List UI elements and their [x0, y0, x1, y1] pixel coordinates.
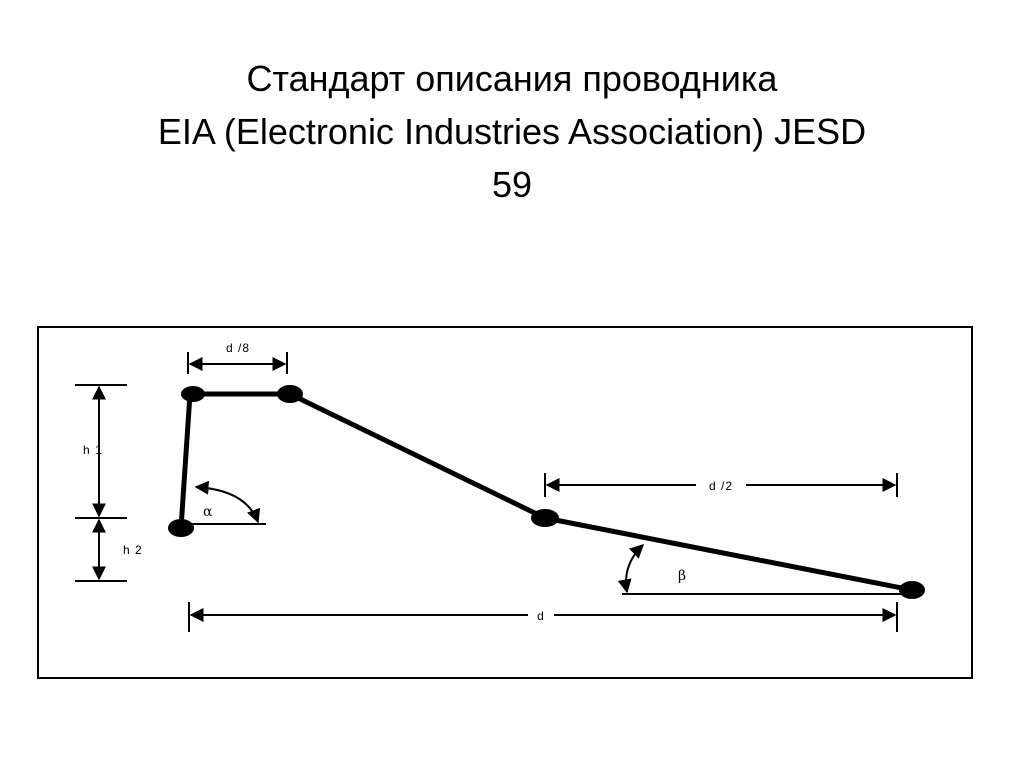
bond-point-start	[168, 519, 194, 537]
label-d: d	[537, 609, 545, 623]
title-line-3: 59	[491, 164, 533, 205]
label-h1: h 1	[83, 443, 103, 457]
angle-beta: β	[617, 544, 912, 595]
dimension-h: h 1 h 2	[75, 384, 143, 582]
slide-title: Стандарт описания проводника EIA (Electr…	[0, 52, 1024, 211]
bond-point-kink-3	[531, 509, 559, 527]
label-d8: d /8	[226, 341, 250, 355]
label-d2: d /2	[709, 479, 733, 493]
dimension-d8: d /8	[187, 341, 288, 374]
dimension-d2: d /2	[544, 473, 898, 497]
label-alpha: α	[203, 504, 213, 520]
dimension-d: d	[188, 602, 898, 632]
diagram-frame	[37, 326, 973, 679]
bond-point-end	[899, 581, 925, 599]
bond-point-kink-2	[277, 385, 303, 403]
label-beta: β	[678, 568, 686, 584]
bond-point-kink-1	[181, 386, 205, 402]
title-line-1: Стандарт описания проводника	[246, 58, 778, 99]
label-h2: h 2	[123, 543, 143, 557]
wire-path	[178, 391, 913, 593]
title-line-2: EIA (Electronic Industries Association) …	[157, 111, 867, 152]
angle-alpha: α	[188, 480, 266, 525]
